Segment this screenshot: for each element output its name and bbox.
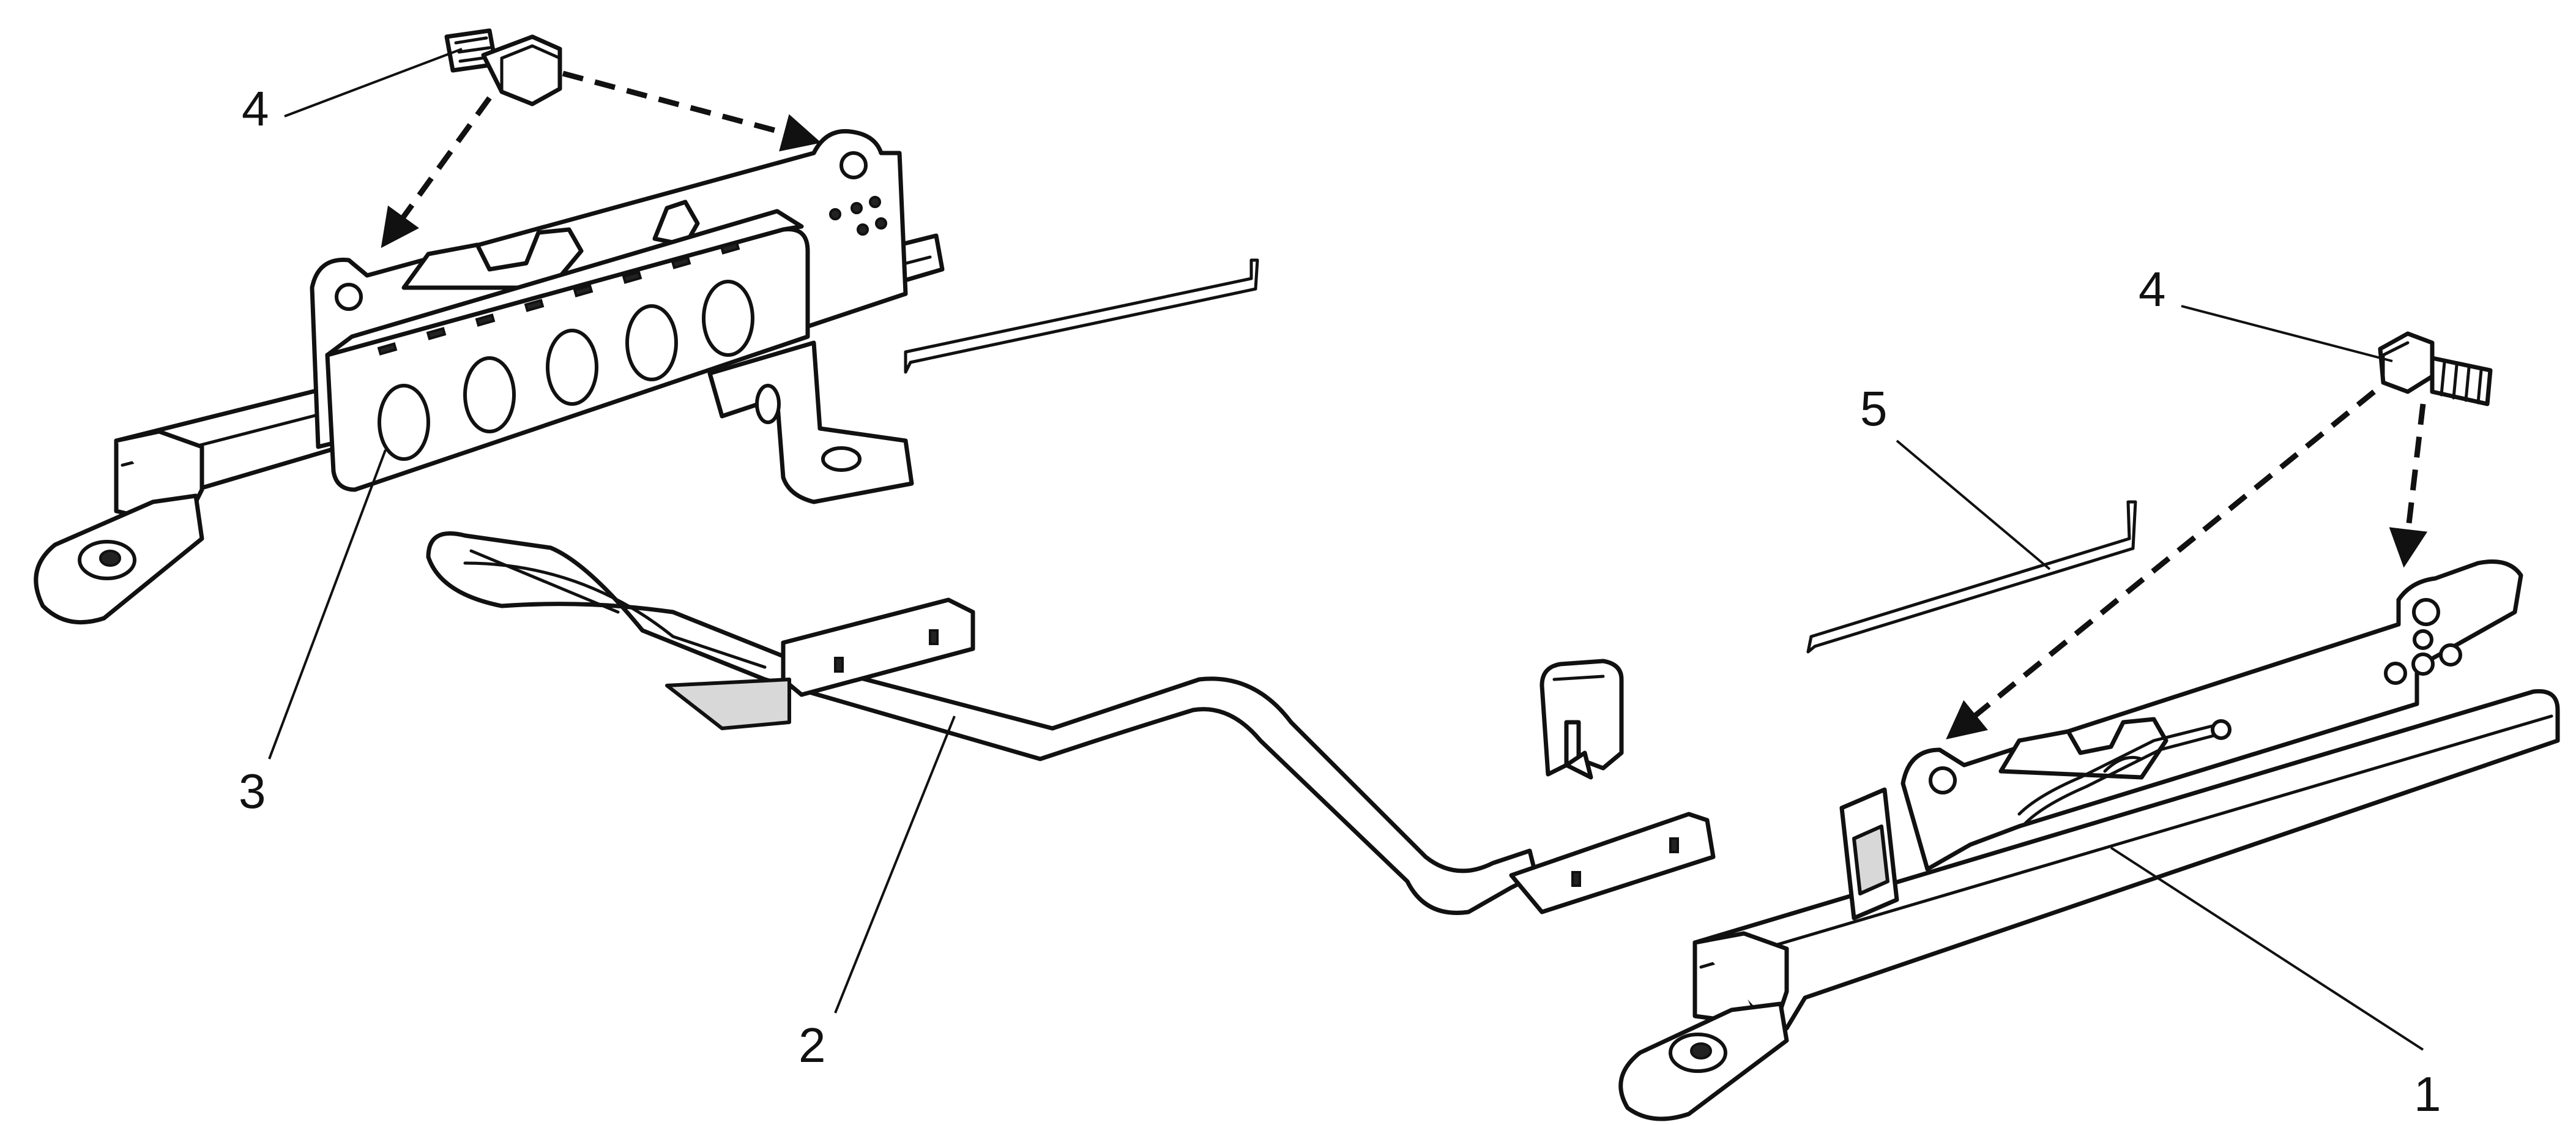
- leader-lines: [268, 48, 2424, 1051]
- cross-bar-rear-tab: [1509, 812, 1716, 914]
- callout-4-left: 4: [242, 81, 269, 136]
- install-direction-arrows: [381, 70, 2428, 739]
- right-lower-rail: [1692, 689, 2560, 1031]
- left-bracket-mount-hole-rear: [839, 151, 868, 179]
- left-seat-track-assembly: [34, 129, 945, 625]
- left-bolt: [444, 28, 562, 107]
- right-bracket-mount-hole-front: [1929, 766, 1957, 794]
- left-bracket-mount-hole-front: [335, 283, 363, 311]
- callout-5: 5: [1860, 381, 1888, 436]
- right-seat-track-assembly: [1618, 559, 2560, 1121]
- left-rear-mount-bracket: [707, 340, 914, 504]
- callout-1: 1: [2414, 1067, 2441, 1121]
- callout-2: 2: [798, 1018, 826, 1072]
- callout-3: 3: [239, 764, 266, 818]
- left-cover-holes: [378, 280, 754, 461]
- loose-link-rod: [1806, 500, 2137, 654]
- right-bracket-mount-hole-rear: [2412, 598, 2440, 626]
- left-cover-slots: [377, 241, 740, 356]
- right-bolt: [2378, 331, 2493, 406]
- right-upper-bracket: [1900, 559, 2523, 872]
- cross-bar-tube: [426, 531, 1716, 915]
- retaining-clip: [1539, 659, 1624, 780]
- upper-link-rod: [904, 258, 1259, 374]
- callout-4-right: 4: [2139, 262, 2166, 316]
